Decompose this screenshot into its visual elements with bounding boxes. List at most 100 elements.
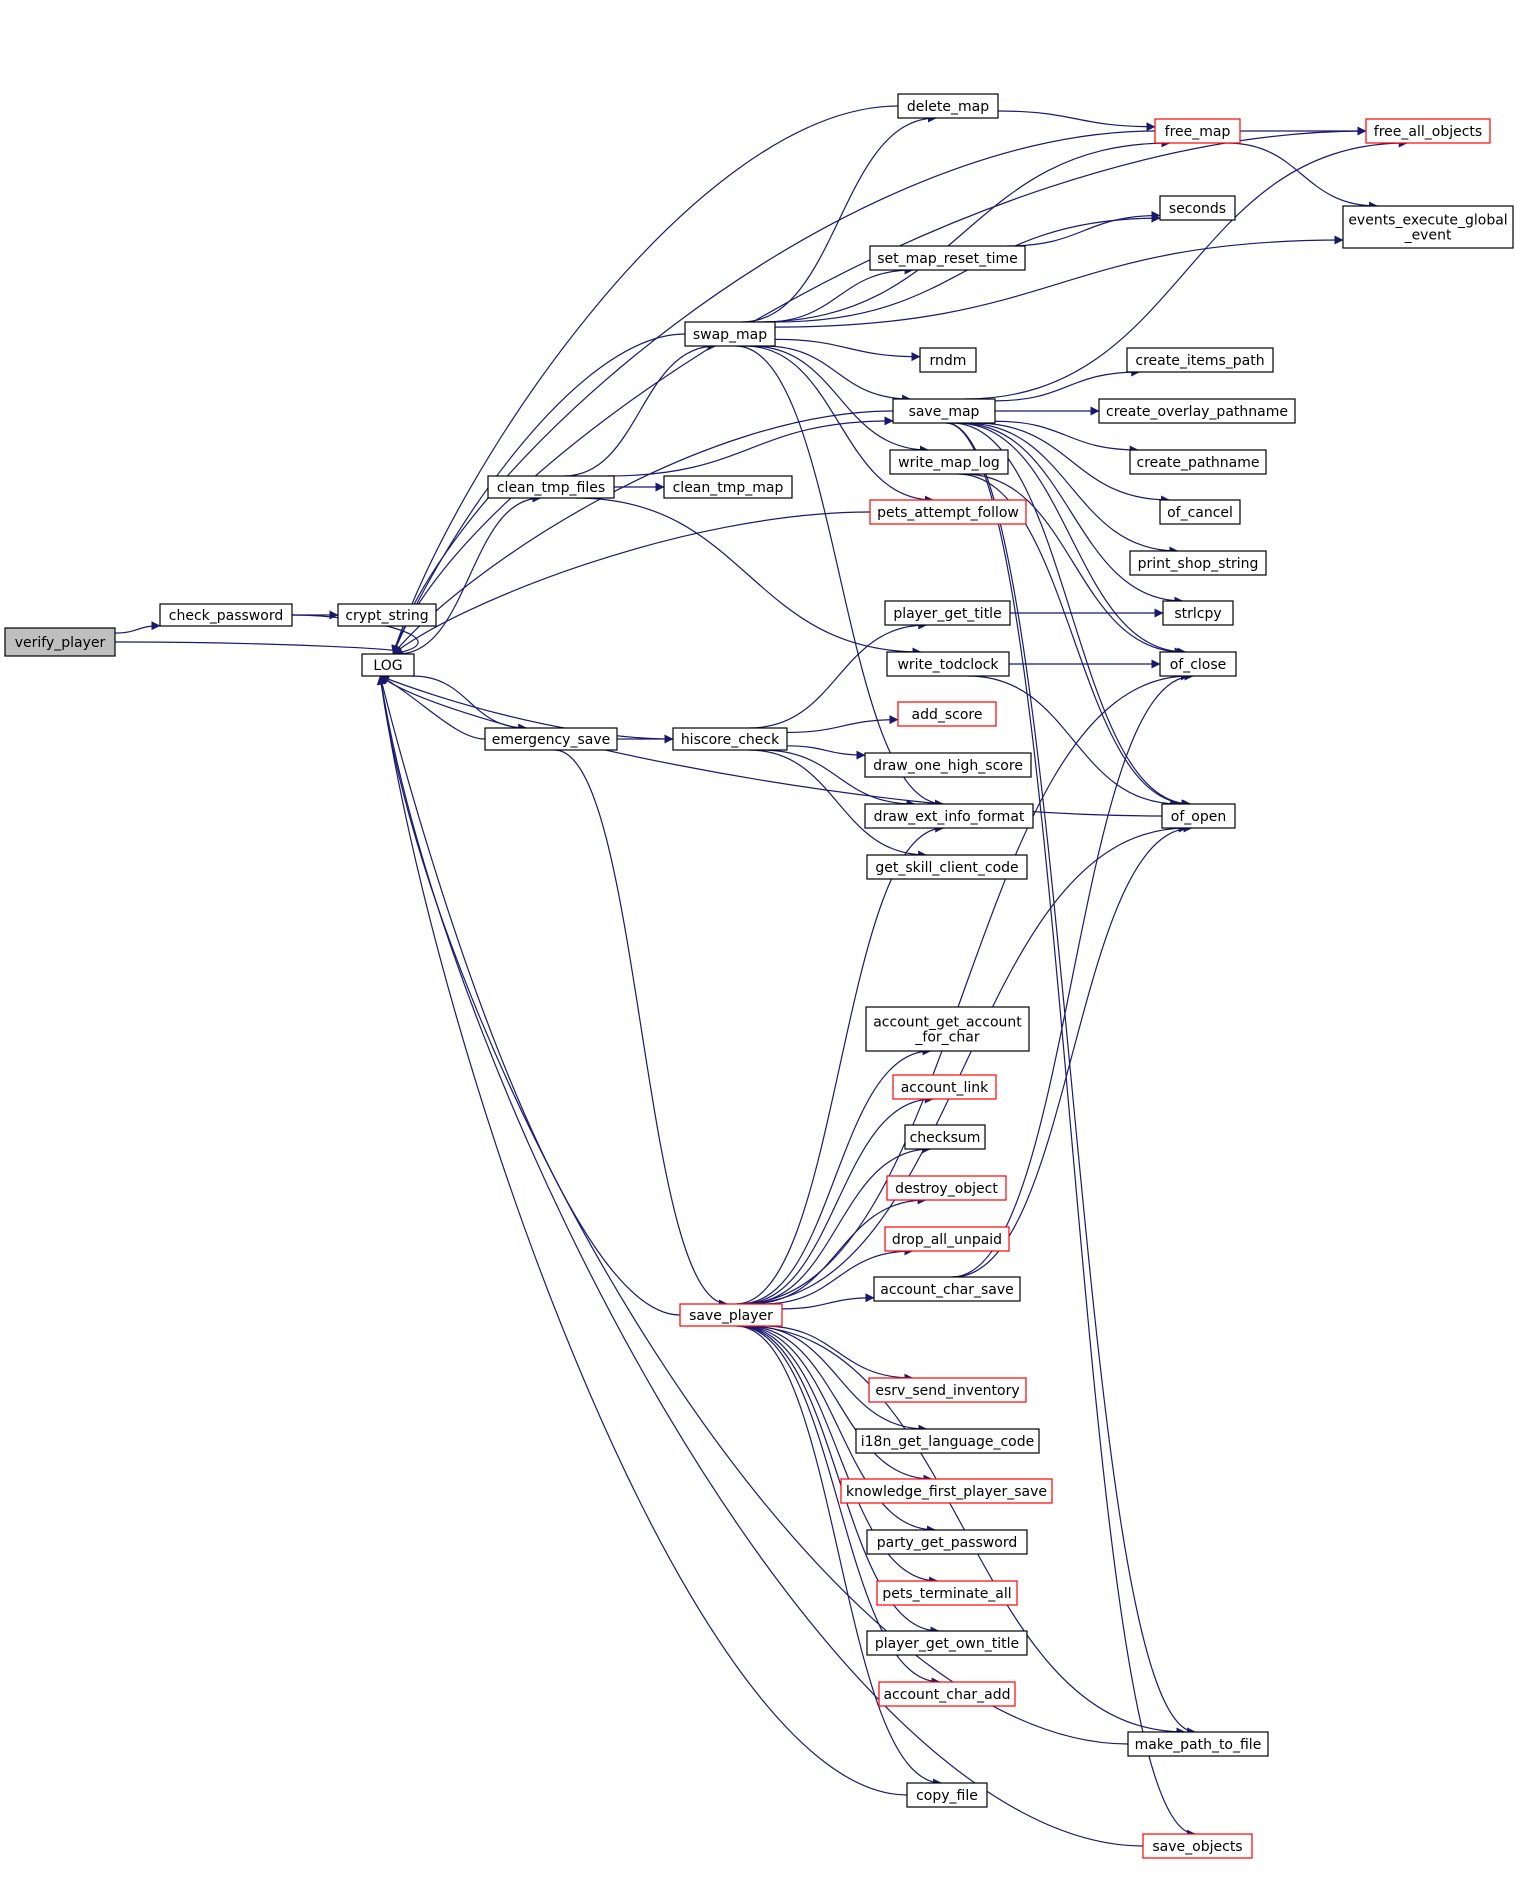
node-crypt_string[interactable]: crypt_string — [337, 603, 437, 627]
node-box-verify_player[interactable] — [4, 627, 116, 657]
node-box-check_password[interactable] — [159, 603, 293, 627]
node-pets_terminate_all[interactable]: pets_terminate_all — [876, 1580, 1018, 1606]
node-account_get_account_for_char[interactable]: account_get_account_for_char — [865, 1006, 1030, 1052]
node-box-account_link[interactable] — [892, 1074, 997, 1100]
node-box-print_shop_string[interactable] — [1129, 550, 1267, 576]
node-box-write_map_log[interactable] — [889, 449, 1009, 475]
node-knowledge_first_player_save[interactable]: knowledge_first_player_save — [840, 1478, 1053, 1504]
node-clean_tmp_files[interactable]: clean_tmp_files — [487, 475, 615, 499]
node-save_map[interactable]: save_map — [892, 398, 996, 424]
node-box-emergency_save[interactable] — [484, 727, 618, 751]
node-box-swap_map[interactable] — [684, 321, 776, 347]
node-create_items_path[interactable]: create_items_path — [1126, 347, 1274, 373]
node-box-player_get_own_title[interactable] — [866, 1630, 1028, 1656]
node-box-hiscore_check[interactable] — [672, 727, 788, 751]
node-swap_map[interactable]: swap_map — [684, 321, 776, 347]
node-box-pets_terminate_all[interactable] — [876, 1580, 1018, 1606]
node-box-set_map_reset_time[interactable] — [869, 245, 1026, 271]
node-box-i18n_get_language_code[interactable] — [855, 1428, 1040, 1454]
node-box-party_get_password[interactable] — [866, 1529, 1028, 1555]
node-copy_file[interactable]: copy_file — [906, 1782, 988, 1808]
node-save_objects[interactable]: save_objects — [1142, 1833, 1253, 1859]
node-add_score[interactable]: add_score — [897, 701, 997, 727]
node-drop_all_unpaid[interactable]: drop_all_unpaid — [884, 1226, 1010, 1252]
node-seconds[interactable]: seconds — [1159, 195, 1236, 221]
node-box-events_execute_global_event[interactable] — [1342, 205, 1514, 249]
node-box-seconds[interactable] — [1159, 195, 1236, 221]
node-i18n_get_language_code[interactable]: i18n_get_language_code — [855, 1428, 1040, 1454]
node-box-create_items_path[interactable] — [1126, 347, 1274, 373]
node-box-save_map[interactable] — [892, 398, 996, 424]
node-box-of_cancel[interactable] — [1159, 499, 1241, 525]
node-box-account_char_add[interactable] — [878, 1681, 1016, 1707]
node-box-free_map[interactable] — [1154, 118, 1241, 144]
node-free_all_objects[interactable]: free_all_objects — [1365, 118, 1491, 144]
node-LOG[interactable]: LOG — [361, 653, 415, 677]
node-destroy_object[interactable]: destroy_object — [886, 1175, 1007, 1201]
node-free_map[interactable]: free_map — [1154, 118, 1241, 144]
node-player_get_title[interactable]: player_get_title — [884, 600, 1011, 626]
node-box-get_skill_client_code[interactable] — [866, 854, 1028, 880]
node-box-of_open[interactable] — [1161, 803, 1236, 829]
node-box-save_objects[interactable] — [1142, 1833, 1253, 1859]
node-box-checksum[interactable] — [904, 1124, 986, 1150]
node-account_link[interactable]: account_link — [892, 1074, 997, 1100]
node-hiscore_check[interactable]: hiscore_check — [672, 727, 788, 751]
node-draw_ext_info_format[interactable]: draw_ext_info_format — [864, 803, 1034, 829]
node-player_get_own_title[interactable]: player_get_own_title — [866, 1630, 1028, 1656]
node-box-draw_ext_info_format[interactable] — [864, 803, 1034, 829]
node-save_player[interactable]: save_player — [679, 1303, 783, 1327]
node-box-add_score[interactable] — [897, 701, 997, 727]
node-of_close[interactable]: of_close — [1159, 651, 1237, 677]
node-box-account_char_save[interactable] — [873, 1276, 1021, 1302]
node-box-make_path_to_file[interactable] — [1127, 1731, 1269, 1757]
node-account_char_add[interactable]: account_char_add — [878, 1681, 1016, 1707]
node-box-crypt_string[interactable] — [337, 603, 437, 627]
node-draw_one_high_score[interactable]: draw_one_high_score — [864, 752, 1032, 778]
node-box-copy_file[interactable] — [906, 1782, 988, 1808]
node-create_overlay_pathname[interactable]: create_overlay_pathname — [1098, 398, 1296, 424]
node-box-drop_all_unpaid[interactable] — [884, 1226, 1010, 1252]
node-create_pathname[interactable]: create_pathname — [1129, 449, 1267, 475]
node-box-clean_tmp_map[interactable] — [663, 475, 793, 499]
node-box-knowledge_first_player_save[interactable] — [840, 1478, 1053, 1504]
node-delete_map[interactable]: delete_map — [897, 93, 999, 119]
node-check_password[interactable]: check_password — [159, 603, 293, 627]
node-make_path_to_file[interactable]: make_path_to_file — [1127, 1731, 1269, 1757]
node-account_char_save[interactable]: account_char_save — [873, 1276, 1021, 1302]
node-box-LOG[interactable] — [361, 653, 415, 677]
node-verify_player[interactable]: verify_player — [4, 627, 116, 657]
node-clean_tmp_map[interactable]: clean_tmp_map — [663, 475, 793, 499]
node-esrv_send_inventory[interactable]: esrv_send_inventory — [868, 1377, 1027, 1403]
node-set_map_reset_time[interactable]: set_map_reset_time — [869, 245, 1026, 271]
node-events_execute_global_event[interactable]: events_execute_global_event — [1342, 205, 1514, 249]
node-box-strlcpy[interactable] — [1162, 600, 1234, 626]
node-box-destroy_object[interactable] — [886, 1175, 1007, 1201]
node-box-create_overlay_pathname[interactable] — [1098, 398, 1296, 424]
node-box-write_todclock[interactable] — [886, 651, 1010, 677]
node-box-save_player[interactable] — [679, 1303, 783, 1327]
node-write_todclock[interactable]: write_todclock — [886, 651, 1010, 677]
node-emergency_save[interactable]: emergency_save — [484, 727, 618, 751]
node-box-free_all_objects[interactable] — [1365, 118, 1491, 144]
node-party_get_password[interactable]: party_get_password — [866, 1529, 1028, 1555]
node-of_open[interactable]: of_open — [1161, 803, 1236, 829]
node-box-delete_map[interactable] — [897, 93, 999, 119]
node-box-player_get_title[interactable] — [884, 600, 1011, 626]
node-box-account_get_account_for_char[interactable] — [865, 1006, 1030, 1052]
node-pets_attempt_follow[interactable]: pets_attempt_follow — [869, 499, 1027, 525]
node-rndm[interactable]: rndm — [919, 347, 977, 373]
node-box-rndm[interactable] — [919, 347, 977, 373]
node-checksum[interactable]: checksum — [904, 1124, 986, 1150]
node-box-esrv_send_inventory[interactable] — [868, 1377, 1027, 1403]
node-box-clean_tmp_files[interactable] — [487, 475, 615, 499]
node-box-create_pathname[interactable] — [1129, 449, 1267, 475]
node-write_map_log[interactable]: write_map_log — [889, 449, 1009, 475]
node-box-of_close[interactable] — [1159, 651, 1237, 677]
node-get_skill_client_code[interactable]: get_skill_client_code — [866, 854, 1028, 880]
node-box-draw_one_high_score[interactable] — [864, 752, 1032, 778]
node-print_shop_string[interactable]: print_shop_string — [1129, 550, 1267, 576]
node-strlcpy[interactable]: strlcpy — [1162, 600, 1234, 626]
node-box-pets_attempt_follow[interactable] — [869, 499, 1027, 525]
node-of_cancel[interactable]: of_cancel — [1159, 499, 1241, 525]
